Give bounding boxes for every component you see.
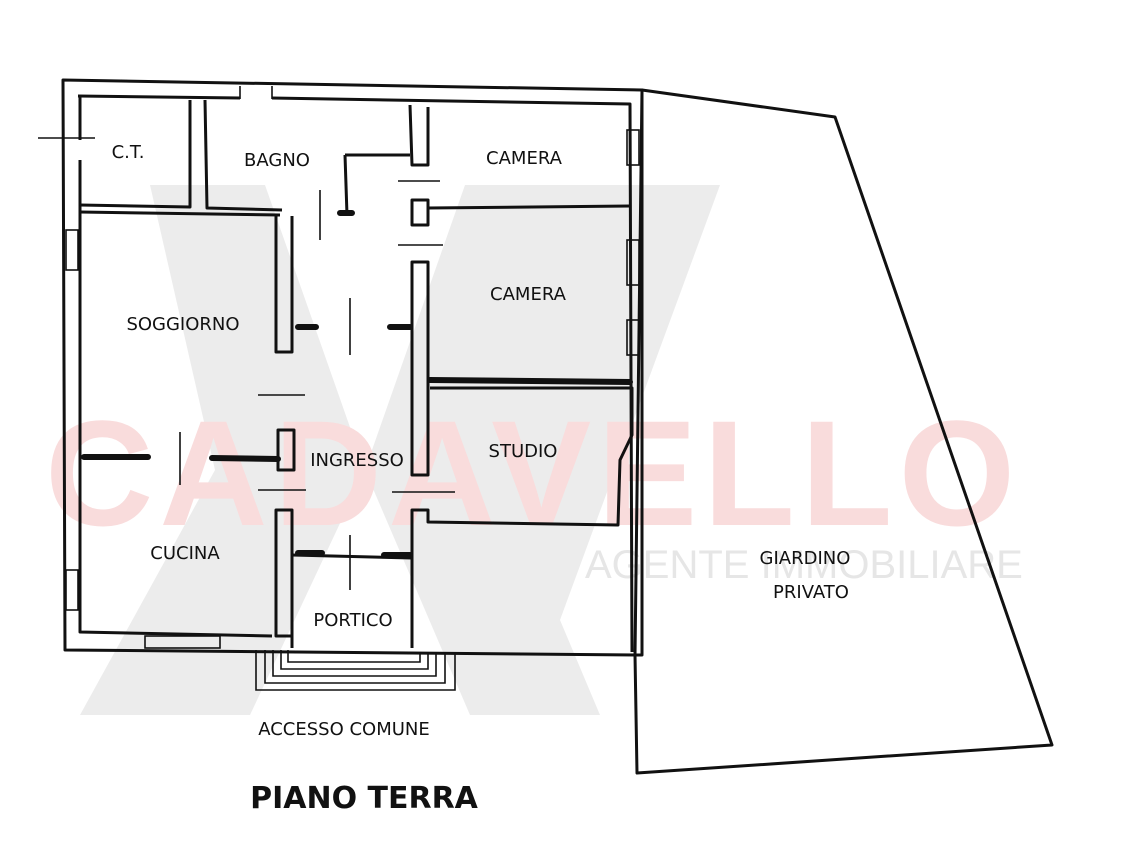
- room-label-ct: C.T.: [112, 142, 145, 163]
- room-label-camera-1: CAMERA: [486, 148, 563, 169]
- room-label-camera-2: CAMERA: [490, 284, 567, 305]
- watermark: CADAVELLO AGENTE IMMOBILIARE: [45, 185, 1023, 715]
- room-label-studio: STUDIO: [489, 441, 558, 462]
- room-label-privato: PRIVATO: [773, 582, 849, 603]
- entrance-steps: [255, 650, 456, 691]
- watermark-logo-shape: [80, 185, 720, 715]
- room-label-bagno: BAGNO: [244, 150, 310, 171]
- garden-boundary: [633, 88, 1054, 775]
- floor-title: PIANO TERRA: [250, 781, 479, 816]
- room-label-portico: PORTICO: [313, 610, 392, 631]
- access-label: ACCESSO COMUNE: [258, 719, 430, 740]
- outer-walls: [38, 78, 644, 657]
- interior-walls: [79, 99, 634, 648]
- watermark-brand: CADAVELLO: [45, 389, 1021, 557]
- room-label-ingresso: INGRESSO: [310, 450, 404, 471]
- room-label-soggiorno: SOGGIORNO: [126, 314, 239, 335]
- watermark-tagline: AGENTE IMMOBILIARE: [585, 543, 1023, 587]
- room-label-giardino: GIARDINO: [760, 548, 851, 569]
- room-label-cucina: CUCINA: [150, 543, 220, 564]
